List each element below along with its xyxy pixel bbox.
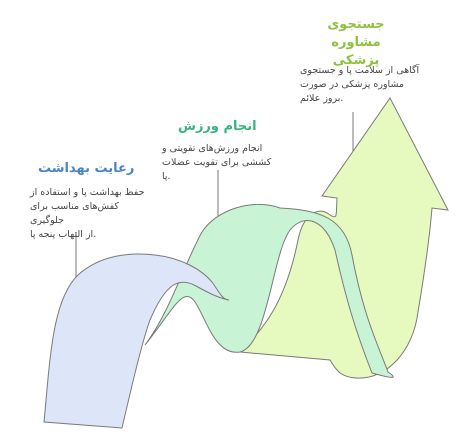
step3-title-line: پزشکی xyxy=(332,53,380,68)
step3-description-line: مشاوره پزشکی در صورت xyxy=(300,79,405,90)
step1-description-line: کفش‌های مناسب برای جلوگیری xyxy=(30,201,119,226)
step3-title-line: جستجوی مشاوره xyxy=(327,17,385,50)
step3-title: جستجوی مشاوره پزشکی xyxy=(302,16,410,70)
step1-description: حفظ بهداشت پا و استفاده از کفش‌های مناسب… xyxy=(30,186,150,242)
step1-description-line: حفظ بهداشت پا و استفاده از xyxy=(30,187,145,198)
wave-step1 xyxy=(43,253,230,429)
step1-description-line: از التهاب پنجه پا. xyxy=(30,229,97,240)
step3-description-line: بروز علائم. xyxy=(300,93,344,104)
step2-description: انجام ورزش‌های تقویتی و کششی برای تقویت … xyxy=(162,142,280,184)
step2-description-line: کششی برای تقویت عضلات پا. xyxy=(162,157,272,182)
step3-description-line: آگاهی از سلامت پا و جستجوی xyxy=(300,65,420,76)
wave-step2 xyxy=(144,204,394,378)
step1-title: رعایت بهداشت xyxy=(38,161,135,176)
step2-title: انجام ورزش xyxy=(178,119,257,134)
step3-description: آگاهی از سلامت پا و جستجوی مشاوره پزشکی … xyxy=(300,64,424,106)
step2-description-line: انجام ورزش‌های تقویتی و xyxy=(162,143,263,154)
